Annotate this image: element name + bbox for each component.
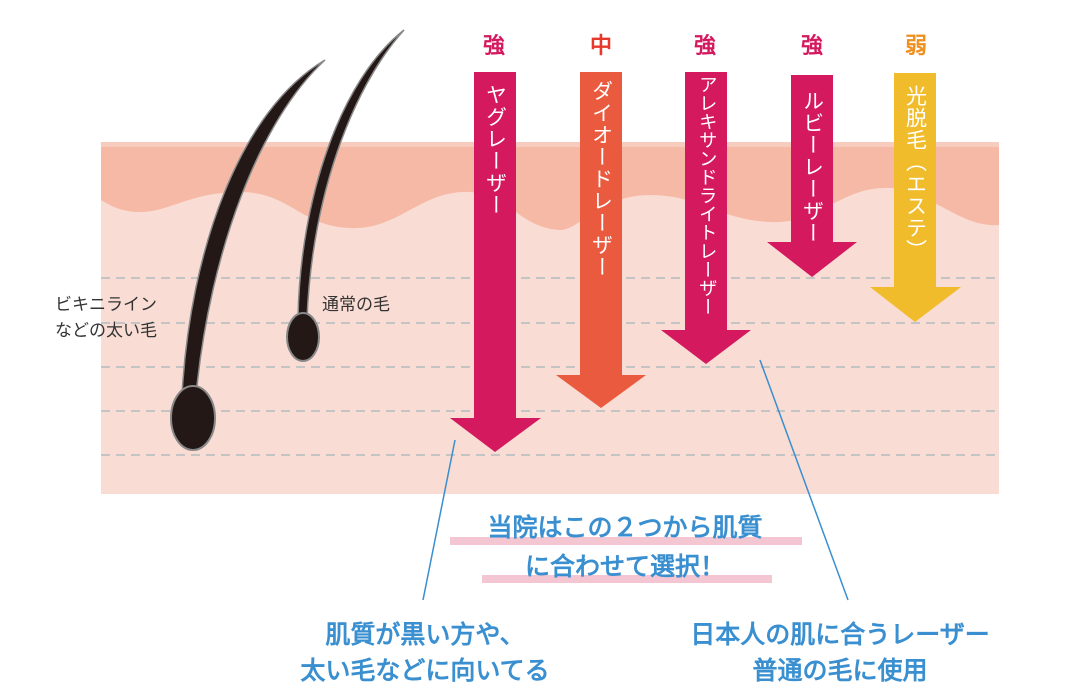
- light-label: 光脱毛（エステ）: [903, 85, 928, 261]
- center-callout-line2: に合わせて選択！: [524, 552, 726, 581]
- center-callout-line1: 当院はこの２つから肌質: [487, 513, 763, 542]
- alexandrite-strength: 強: [693, 34, 716, 59]
- alexandrite-label: アレキサンドライトレーザー: [696, 75, 718, 316]
- left-callout-line: [422, 439, 456, 601]
- thick-hair-icon: [170, 59, 326, 451]
- skin-surface: [101, 142, 999, 147]
- thick-hair-label: ビキニライン などの太い毛: [55, 292, 157, 344]
- left-callout-line2: 太い毛などに向いてる: [300, 656, 550, 685]
- highlight-bar: [482, 575, 772, 583]
- ruby-strength: 強: [800, 34, 823, 59]
- ruby-laser-arrow: [767, 75, 857, 277]
- yag-strength: 強: [482, 34, 505, 59]
- light-hair-removal-arrow: [870, 73, 961, 322]
- right-callout-line: [759, 359, 849, 601]
- alexandrite-laser-arrow: [661, 72, 751, 364]
- thick-hair-label-line2: などの太い毛: [55, 321, 157, 341]
- yag-laser-arrow: [450, 72, 541, 452]
- diode-strength: 中: [589, 34, 612, 59]
- normal-hair-icon: [286, 29, 405, 362]
- light-strength: 弱: [904, 34, 927, 59]
- yag-label: ヤグレーザー: [483, 84, 508, 216]
- thick-hair-label-line1: ビキニライン: [55, 295, 157, 315]
- left-callout-line1: 肌質が黒い方や、: [325, 620, 525, 649]
- normal-hair-label: 通常の毛: [322, 295, 390, 315]
- ruby-label: ルビーレーザー: [800, 90, 825, 244]
- right-callout-line2: 普通の毛に使用: [752, 656, 928, 685]
- diode-label: ダイオードレーザー: [589, 80, 614, 278]
- diode-laser-arrow: [556, 72, 646, 408]
- highlight-bar: [450, 537, 802, 545]
- right-callout-line1: 日本人の肌に合うレーザー: [690, 620, 990, 649]
